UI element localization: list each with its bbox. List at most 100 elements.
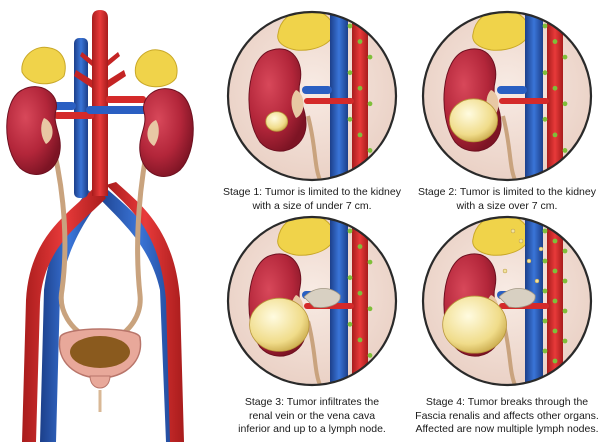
- stage-3-caption-line-3: inferior and up to a lymph node.: [238, 423, 386, 435]
- stage-4-lymph-node: [542, 288, 548, 294]
- stage-1-renal-artery: [304, 98, 354, 104]
- stage-1-vena-cava: [330, 12, 348, 180]
- stage-2-renal-artery: [499, 98, 549, 104]
- stage-2-lymph-node: [552, 39, 558, 44]
- stage-4-circle-border: [421, 215, 593, 387]
- kidney-pelvis-right: [147, 120, 159, 146]
- stage-4-lymph-node: [552, 268, 558, 274]
- stage-1-lymph-node: [367, 101, 373, 107]
- stage-1-lymph-node: [347, 116, 353, 122]
- stage-4-caption: Stage 4: Tumor breaks through the Fascia…: [400, 396, 604, 437]
- kidney-right: [139, 88, 194, 177]
- stage-4-lymph-node: [542, 348, 548, 354]
- stage-3-lymph-node: [347, 228, 353, 234]
- iliac-artery-right: [106, 182, 184, 442]
- stage-3-tumor: [249, 297, 310, 352]
- stage-2-lymph-node: [542, 70, 548, 76]
- stage-1-lymph-node: [347, 23, 353, 29]
- stage-2-lymph-node: [562, 148, 568, 153]
- stage-2-ureter: [501, 115, 517, 180]
- stage-4-lymph-node: [562, 308, 568, 314]
- stage-4-caption-line-1: Stage 4: Tumor breaks through the: [425, 396, 589, 408]
- stage-1-caption-line-2: with a size of under 7 cm.: [252, 199, 372, 212]
- iliac-artery-left: [22, 185, 106, 442]
- renal-vein-right: [86, 106, 150, 114]
- stage-4-metastasis-spot: [534, 278, 540, 284]
- stage-1-circle-border: [226, 10, 398, 182]
- prostate: [89, 375, 111, 389]
- stage-2-magnified-view: [421, 10, 593, 182]
- stage-4-caption-line-3: Affected are now multiple lymph nodes.: [415, 423, 599, 435]
- stage-2-adrenal-gland: [472, 12, 530, 51]
- stage-3-lymph-node: [367, 259, 373, 265]
- adrenal-gland-right: [134, 49, 178, 88]
- stage-1-lymph-node: [357, 39, 363, 44]
- stage-3-lymph-node: [347, 275, 353, 281]
- stage-4-tumor: [442, 295, 507, 354]
- adrenal-gland-left: [21, 46, 66, 85]
- stage-1-lymph-node: [367, 54, 373, 60]
- stage-3-caption-line-1: Stage 3: Tumor infiltrates the: [244, 396, 380, 408]
- aorta-branches: [74, 52, 126, 88]
- stage-4-adrenal-gland: [472, 217, 530, 256]
- stage-2-lymph-node: [552, 85, 558, 91]
- stage-4-metastasis-spot: [518, 238, 524, 244]
- stage-2-tumor: [449, 98, 498, 143]
- stage-4-metastasis-spot: [526, 258, 532, 264]
- stage-3-lymph-node: [357, 290, 363, 296]
- stage-3-ureter: [306, 320, 322, 385]
- kidney-pelvis-left: [41, 118, 53, 144]
- stage-4-caption-line-2: Fascia renalis and affects other organs.: [415, 409, 599, 422]
- ureter-left: [47, 132, 95, 343]
- stage-4-magnified-view: [421, 215, 593, 387]
- stage-1-renal-pelvis: [291, 90, 304, 118]
- stage-2-aorta: [547, 12, 563, 180]
- stage-1-lymph-node: [357, 85, 363, 91]
- stage-1-renal-vein: [302, 86, 332, 94]
- aorta: [92, 10, 108, 196]
- renal-artery-right: [106, 96, 146, 103]
- stage-4-lymph-node: [552, 328, 558, 334]
- stage-4-metastasis-spot: [502, 268, 508, 274]
- stage-1-adrenal-gland: [277, 12, 335, 51]
- stage-4-lymph-node: [562, 278, 568, 284]
- renal-artery-left: [54, 112, 94, 119]
- stage-3-lymph-node: [357, 244, 363, 249]
- stage-1-lymph-node: [347, 70, 353, 76]
- stage-2-renal-vein: [497, 86, 527, 94]
- stage-2-caption-line-1: Stage 2: Tumor is limited to the kidney: [417, 186, 596, 198]
- stage-1-caption: Stage 1: Tumor is limited to the kidney …: [212, 186, 412, 213]
- stage-4-lymph-node: [542, 228, 548, 234]
- stage-1-lymph-node: [357, 132, 363, 138]
- stage-4-metastasis-spot: [538, 246, 544, 252]
- stage-2-circle-border: [421, 10, 593, 182]
- iliac-vein-left: [40, 190, 100, 442]
- bladder-content: [70, 336, 130, 368]
- stage-4-vein-infiltration: [498, 288, 536, 308]
- stage-3-lymph-node: [347, 321, 353, 327]
- stage-2-caption: Stage 2: Tumor is limited to the kidney …: [407, 186, 604, 213]
- urinary-system-overview: [6, 10, 194, 442]
- stage-4-metastasis-spot: [510, 228, 516, 234]
- stage-4-lymph-node: [542, 318, 548, 324]
- stage-4-lymph-node: [562, 248, 568, 254]
- stage-4-lymph-node: [542, 258, 548, 264]
- stage-3-adrenal-gland: [277, 217, 335, 256]
- stage-2-lymph-node: [562, 101, 568, 107]
- stage-3-caption-line-2: renal vein or the vena cava: [248, 409, 376, 422]
- stage-3-circle-border: [226, 215, 398, 387]
- stage-3-lymph-node: [367, 306, 373, 312]
- stage-4-lymph-node: [562, 338, 568, 344]
- stage-1-caption-line-1: Stage 1: Tumor is limited to the kidney: [222, 186, 401, 198]
- stage-circles: [226, 10, 593, 387]
- stage-1-ureter: [306, 115, 322, 180]
- ureter-right: [109, 132, 153, 343]
- stage-3-lymph-node: [357, 337, 363, 343]
- kidney-left: [6, 86, 61, 175]
- stage-2-lymph-node: [562, 54, 568, 60]
- stage-2-lymph-node: [542, 23, 548, 29]
- stage-1-magnified-view: [226, 10, 398, 182]
- stage-3-magnified-view: [226, 215, 398, 387]
- stage-2-lymph-node: [552, 132, 558, 138]
- stage-2-caption-line-2: with a size over 7 cm.: [456, 199, 558, 212]
